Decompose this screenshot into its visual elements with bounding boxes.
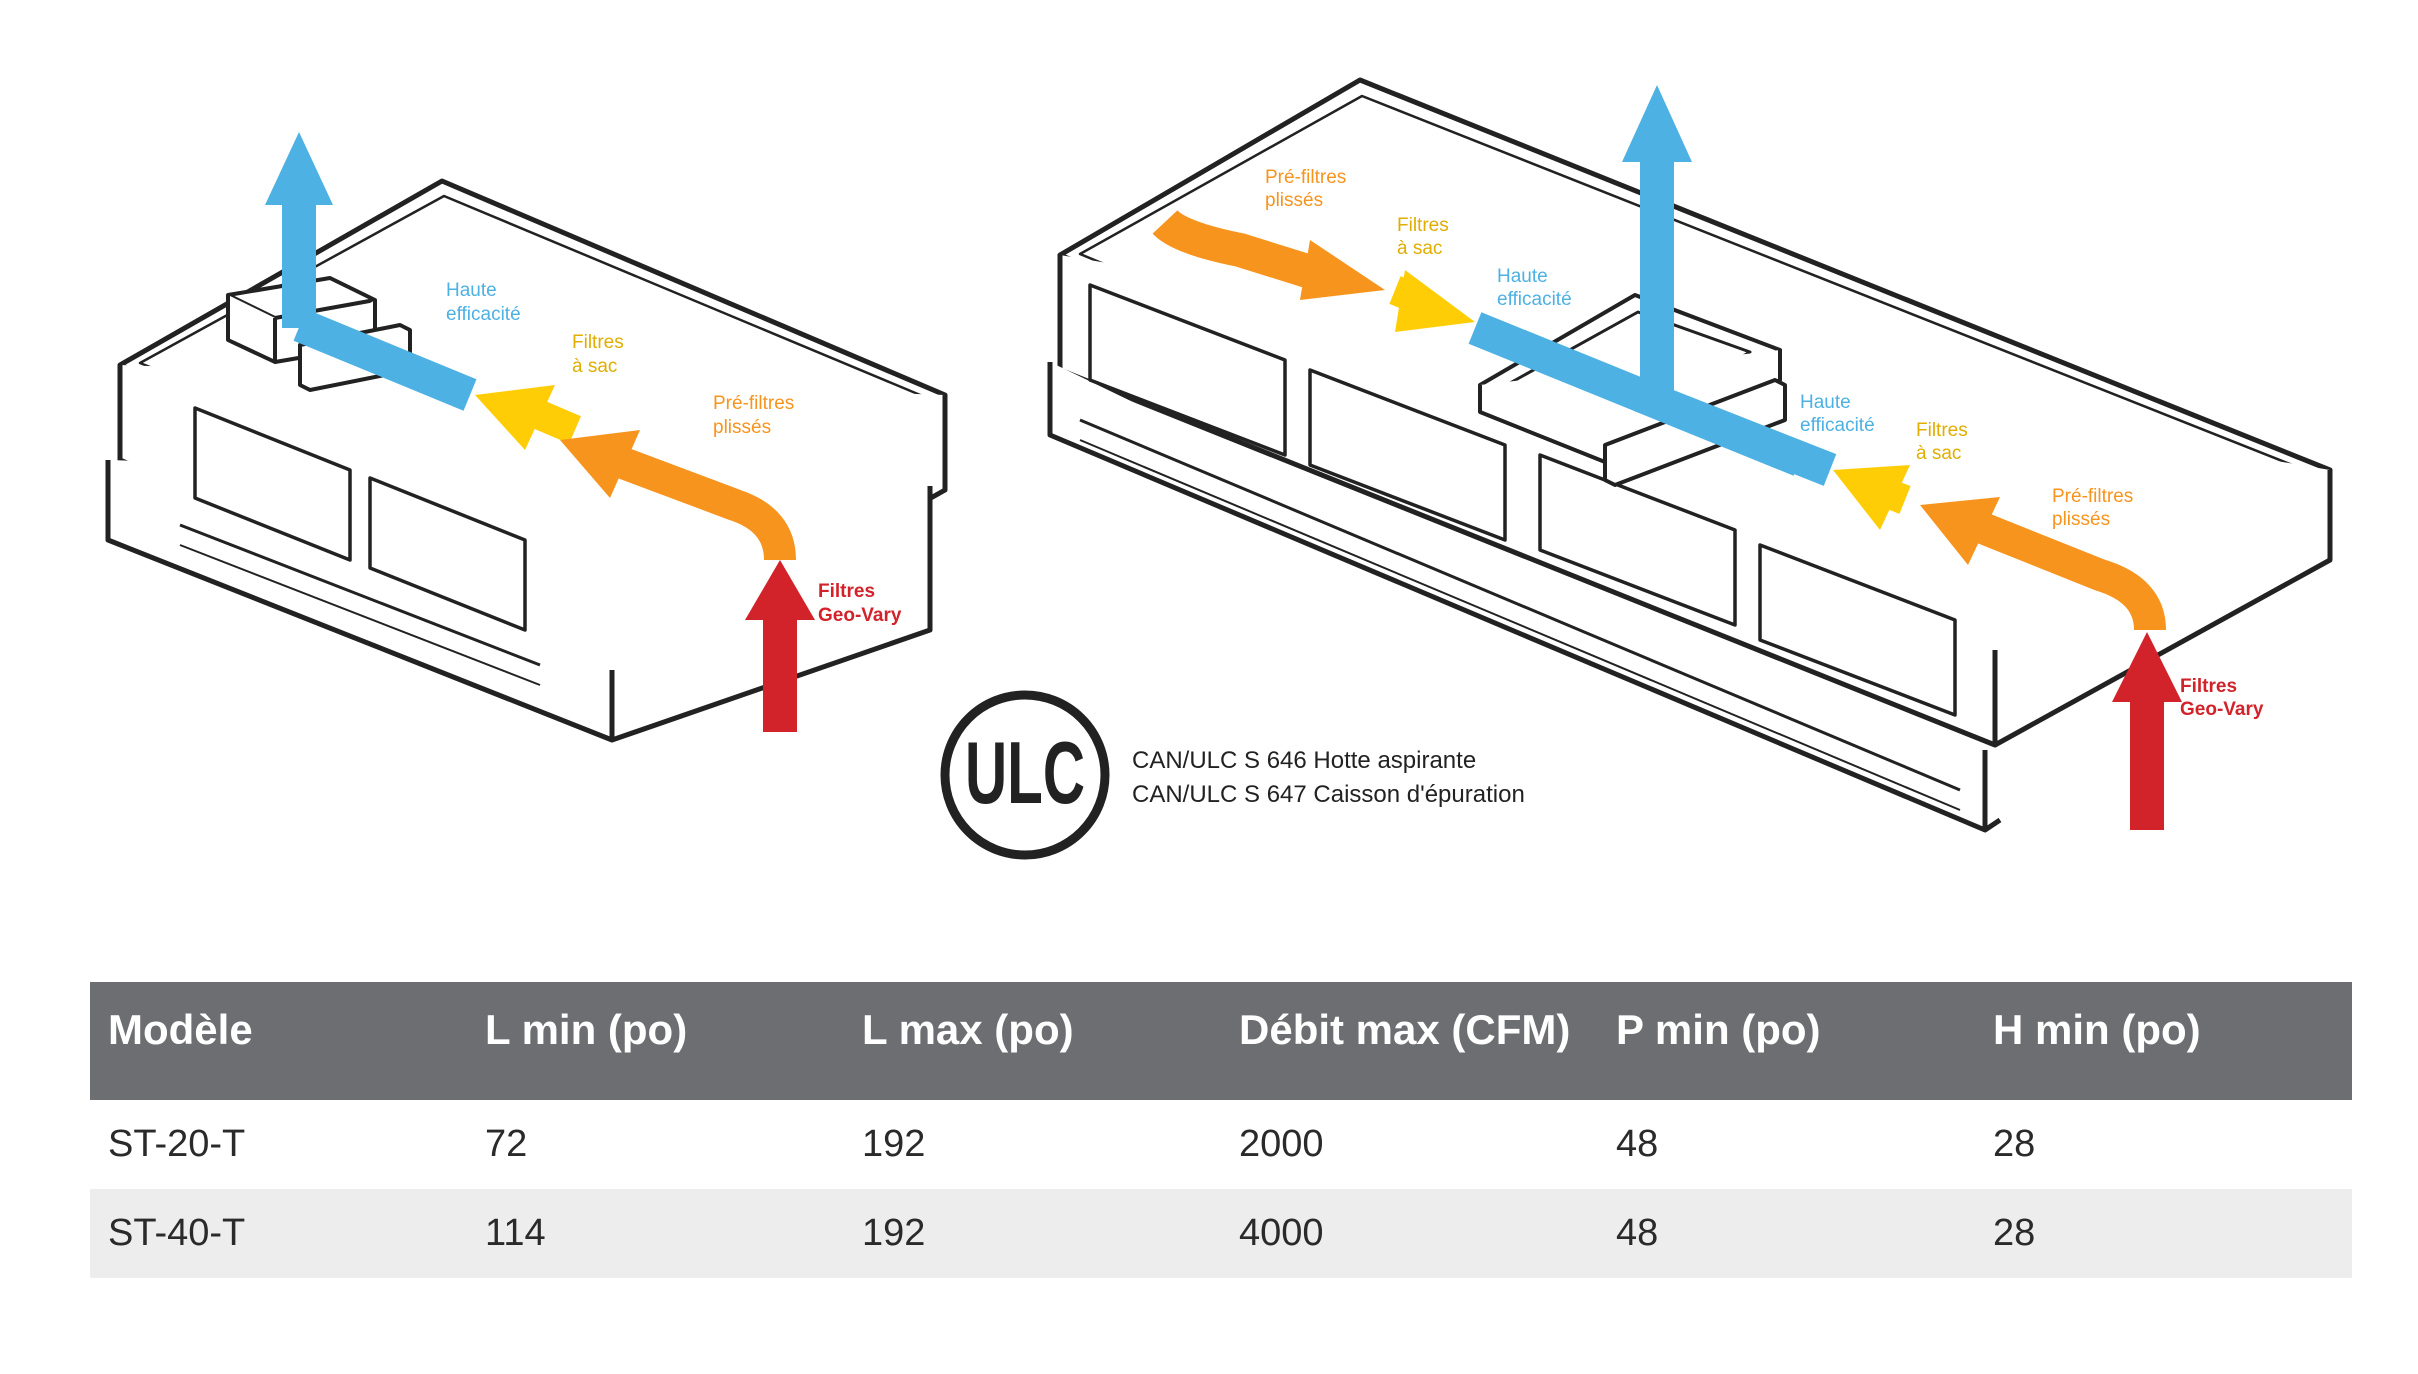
cell-p-min: 48 <box>1598 1189 1975 1278</box>
svg-text:efficacité: efficacité <box>1497 289 1572 310</box>
cell-h-min: 28 <box>1975 1100 2352 1189</box>
svg-text:Pré-filtres: Pré-filtres <box>1265 167 1346 188</box>
left-filtration-unit <box>105 178 948 743</box>
left-blue-vertical <box>282 198 316 328</box>
cell-flow-max: 2000 <box>1221 1100 1598 1189</box>
col-header-l-min: L min (po) <box>467 982 844 1100</box>
cert-line-1: CAN/ULC S 646 Hotte aspirante <box>1132 747 1476 774</box>
svg-text:Haute: Haute <box>1800 392 1851 413</box>
cell-l-max: 192 <box>844 1189 1221 1278</box>
ulc-certification: ULC CAN/ULC S 646 Hotte aspirante CAN/UL… <box>940 690 1525 860</box>
ulc-logo-text: ULC <box>965 723 1085 822</box>
ulc-logo <box>940 690 1110 860</box>
svg-text:Haute: Haute <box>1497 266 1548 287</box>
left-red-inlet <box>763 612 797 732</box>
left-blue-flow-path <box>293 309 477 411</box>
col-header-flow-max: Débit max (CFM) <box>1221 982 1598 1100</box>
cell-model: ST-20-T <box>90 1100 467 1189</box>
cert-line-2: CAN/ULC S 647 Caisson d'épuration <box>1132 781 1525 808</box>
cell-h-min: 28 <box>1975 1189 2352 1278</box>
svg-text:Pré-filtres: Pré-filtres <box>2052 486 2133 507</box>
svg-text:Filtres: Filtres <box>572 332 624 353</box>
cell-flow-max: 4000 <box>1221 1189 1598 1278</box>
svg-text:Filtres: Filtres <box>1916 420 1968 441</box>
svg-text:à sac: à sac <box>1397 238 1442 259</box>
right-filtration-unit <box>1047 77 2333 833</box>
right-blue-vertical <box>1640 155 1674 405</box>
svg-text:Pré-filtres: Pré-filtres <box>713 393 794 414</box>
cell-model: ST-40-T <box>90 1189 467 1278</box>
cell-l-max: 192 <box>844 1100 1221 1189</box>
filtration-diagram: Haute efficacité Filtres à sac Pré-filtr… <box>105 77 2333 860</box>
right-yellow-arrowhead <box>1833 465 1910 530</box>
svg-text:à sac: à sac <box>1916 443 1961 464</box>
svg-text:plissés: plissés <box>1265 190 1323 211</box>
right-orange-arrowhead <box>1920 497 2000 565</box>
col-header-model: Modèle <box>90 982 467 1100</box>
table-row: ST-20-T 72 192 2000 48 28 <box>90 1100 2352 1189</box>
svg-text:plissés: plissés <box>713 417 771 438</box>
svg-text:Filtres: Filtres <box>818 581 875 602</box>
svg-text:Geo-Vary: Geo-Vary <box>2180 699 2264 720</box>
right-top-orange-arrowhead <box>1300 240 1385 300</box>
right-top-yellow-arrowhead <box>1395 270 1475 332</box>
table-header-row: Modèle L min (po) L max (po) Débit max (… <box>90 982 2352 1100</box>
svg-text:Geo-Vary: Geo-Vary <box>818 605 902 626</box>
svg-text:Haute: Haute <box>446 280 497 301</box>
table-row: ST-40-T 114 192 4000 48 28 <box>90 1189 2352 1278</box>
right-unit-labels: Pré-filtres plissés Filtres à sac Haute … <box>1265 167 2264 720</box>
model-spec-table: Modèle L min (po) L max (po) Débit max (… <box>90 982 2352 1278</box>
right-blue-arrowhead <box>1622 85 1692 162</box>
left-yellow-arrowhead <box>475 385 555 450</box>
svg-text:plissés: plissés <box>2052 509 2110 530</box>
right-airflow <box>1152 85 2182 830</box>
svg-text:efficacité: efficacité <box>446 304 521 325</box>
svg-text:à sac: à sac <box>572 356 617 377</box>
svg-text:efficacité: efficacité <box>1800 415 1875 436</box>
svg-text:Filtres: Filtres <box>2180 676 2237 697</box>
col-header-p-min: P min (po) <box>1598 982 1975 1100</box>
left-orange-arrowhead <box>560 430 640 498</box>
col-header-h-min: H min (po) <box>1975 982 2352 1100</box>
cell-l-min: 72 <box>467 1100 844 1189</box>
svg-text:Filtres: Filtres <box>1397 215 1449 236</box>
left-airflow <box>265 132 815 732</box>
right-red-inlet <box>2130 695 2164 830</box>
left-blue-arrowhead <box>265 132 333 205</box>
cell-l-min: 114 <box>467 1189 844 1278</box>
cell-p-min: 48 <box>1598 1100 1975 1189</box>
left-unit-labels: Haute efficacité Filtres à sac Pré-filtr… <box>446 280 902 626</box>
col-header-l-max: L max (po) <box>844 982 1221 1100</box>
